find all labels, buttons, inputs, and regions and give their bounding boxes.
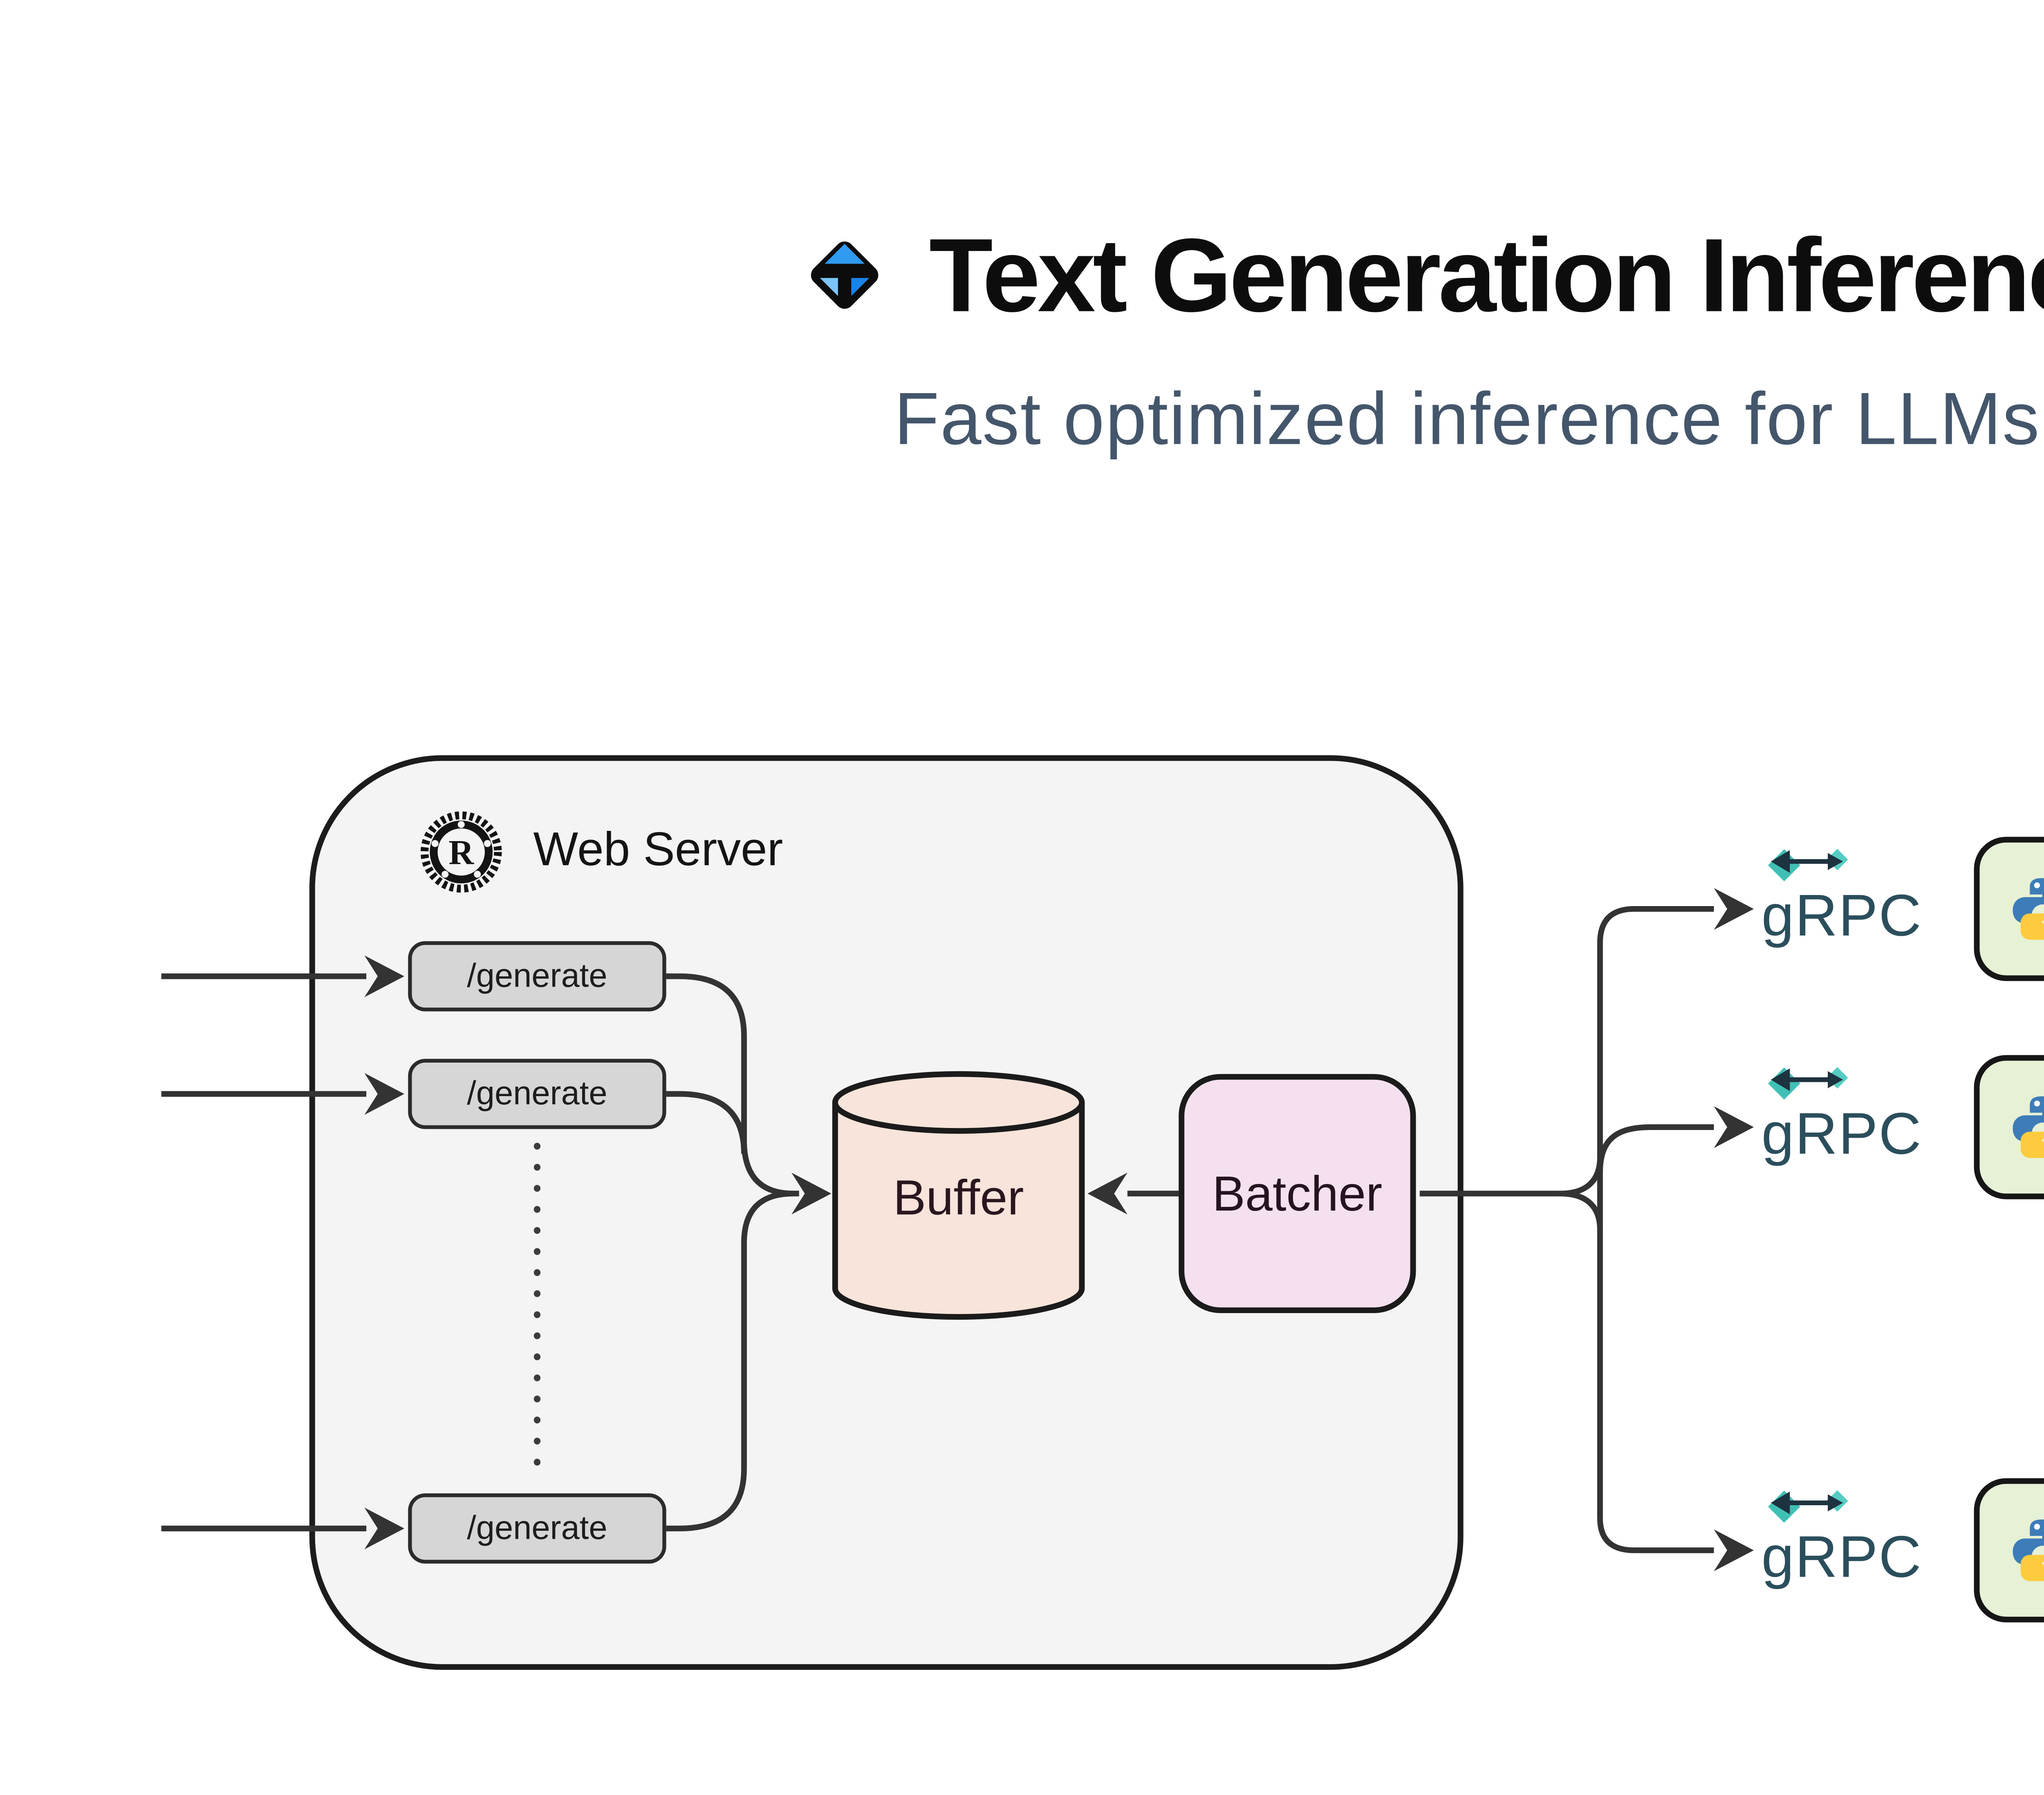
buffer-label: Buffer	[893, 1169, 1024, 1226]
model-shard-box-3: Model Shard	[1974, 1478, 2044, 1623]
diagram-header: Text Generation Inference	[0, 195, 2044, 355]
branch-line-2	[1597, 1124, 1714, 1173]
endpoint-generate-1: /generate	[408, 941, 666, 1012]
page-title: Text Generation Inference	[929, 216, 2044, 334]
grpc-double-arrow-icon	[1768, 1067, 1848, 1100]
web-server-title: Web Server	[533, 824, 783, 877]
endpoint-generate-2: /generate	[408, 1059, 666, 1129]
rust-logo-icon: R	[420, 811, 502, 893]
svg-text:R: R	[448, 834, 474, 872]
grpc-label: gRPC	[1761, 1524, 1922, 1590]
fanin-line-1	[666, 973, 747, 1036]
endpoint-generate-3: /generate	[408, 1493, 666, 1564]
fork-curve-up	[1560, 1157, 1603, 1197]
python-logo-icon	[2013, 878, 2044, 940]
model-shard-box-1: Model Shard	[1974, 837, 2044, 981]
model-shard-box-2: Model Shard	[1974, 1055, 2044, 1200]
python-logo-icon	[2013, 1096, 2044, 1158]
fanin-line-3	[666, 1191, 793, 1531]
fanin-line-2	[666, 1091, 747, 1154]
fanin-trunk	[741, 1036, 799, 1197]
grpc-label: gRPC	[1761, 882, 1922, 949]
grpc-double-arrow-icon	[1768, 848, 1848, 882]
branch-line-1	[1597, 906, 1714, 943]
fork-curve-down	[1560, 1191, 1603, 1230]
grpc-label: gRPC	[1761, 1100, 1922, 1167]
grpc-node-3: gRPC	[1762, 1486, 1989, 1611]
buffer-cylinder	[832, 1071, 1085, 1320]
grpc-node-2: gRPC	[1762, 1063, 1989, 1188]
page-subtitle: Fast optimized inference for LLMs	[894, 379, 2040, 461]
grpc-double-arrow-icon	[1768, 1490, 1848, 1523]
batcher-box: Batcher	[1179, 1074, 1416, 1313]
grpc-node-1: gRPC	[1762, 844, 1989, 969]
python-logo-icon	[2013, 1519, 2044, 1581]
branch-line-3	[1597, 1518, 1714, 1553]
tgi-diamond-icon	[810, 241, 878, 309]
